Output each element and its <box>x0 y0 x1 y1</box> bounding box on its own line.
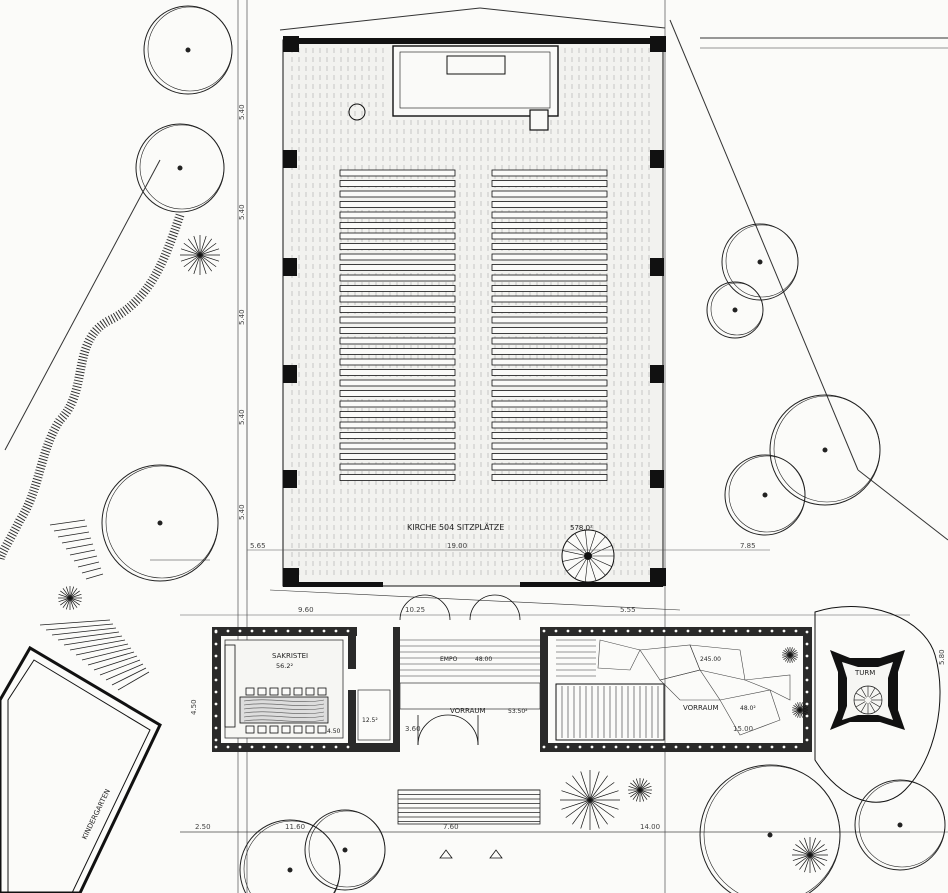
kindergarten-building: KINDERGARTEN <box>0 645 162 893</box>
main-hall: KIRCHE 504 SITZPLÄTZE 578.0² <box>282 36 666 587</box>
sacristy-area: 56.2² <box>276 662 293 670</box>
vestibule-upper-area: 48.00 <box>475 656 492 663</box>
vestibule-left-area: 53.50² <box>508 708 528 715</box>
wall-piers-west <box>283 150 297 488</box>
altar-table <box>446 55 506 75</box>
vestibule-left-label: VORRAUM <box>450 707 486 715</box>
dim-front-left: 9.60 <box>298 606 314 614</box>
entrance-markers <box>439 849 503 859</box>
tower-label: TURM <box>854 669 875 677</box>
main-hall-area: 578.0² <box>570 524 593 532</box>
shrubs <box>58 235 828 873</box>
dim-side-2: 5.40 <box>238 204 246 220</box>
trees <box>101 5 946 893</box>
pews <box>339 169 608 481</box>
vestibule-right-area: 48.0² <box>740 705 756 712</box>
font-icon <box>348 103 366 121</box>
dim-front-mid: 10.25 <box>405 606 425 614</box>
entrance-steps <box>397 789 541 825</box>
small-room-area: 12.5² <box>362 717 378 724</box>
dim-tower: 5.80 <box>938 649 946 665</box>
dim-side-1: 5.40 <box>238 104 246 120</box>
sacristy-label: SAKRISTEI <box>272 652 308 660</box>
front-annex: SAKRISTEI 56.2² 4.50 12.5² EMPO 48.00 VO… <box>212 594 812 752</box>
main-hall-label: KIRCHE 504 SITZPLÄTZE <box>407 522 504 532</box>
hedge <box>0 213 185 561</box>
vestibule-upper-prefix: EMPO <box>440 656 458 663</box>
dim-side-3: 5.40 <box>238 309 246 325</box>
vestibule-right-label: VORRAUM <box>683 704 719 712</box>
dim-right-margin: 7.85 <box>740 542 756 550</box>
dim-hall-width: 19.00 <box>447 542 467 550</box>
exterior-stairs <box>39 519 150 691</box>
spiral-stair-icon <box>561 529 615 583</box>
dim-front-right: 5.55 <box>620 606 636 614</box>
dim-left-margin: 5.65 <box>250 542 266 550</box>
dim-bottom-3: 7.60 <box>443 823 459 831</box>
vestibule-right-top: 245.00 <box>700 656 721 663</box>
dim-right-wing: 15.00 <box>733 725 753 733</box>
vestibule-depth: 3.60 <box>405 725 421 733</box>
dim-bottom-4: 14.00 <box>640 823 660 831</box>
wall-piers-east <box>650 150 664 488</box>
dim-left-entrance: 4.50 <box>190 699 198 715</box>
dim-side-4: 5.40 <box>238 409 246 425</box>
dimension-lines <box>180 40 910 833</box>
dim-bottom-1: 2.50 <box>195 823 211 831</box>
tower: TURM <box>814 606 941 803</box>
dim-bottom-2: 11.60 <box>285 823 305 831</box>
small-room-dim: 4.50 <box>327 728 341 735</box>
dim-side-5: 5.40 <box>238 504 246 520</box>
